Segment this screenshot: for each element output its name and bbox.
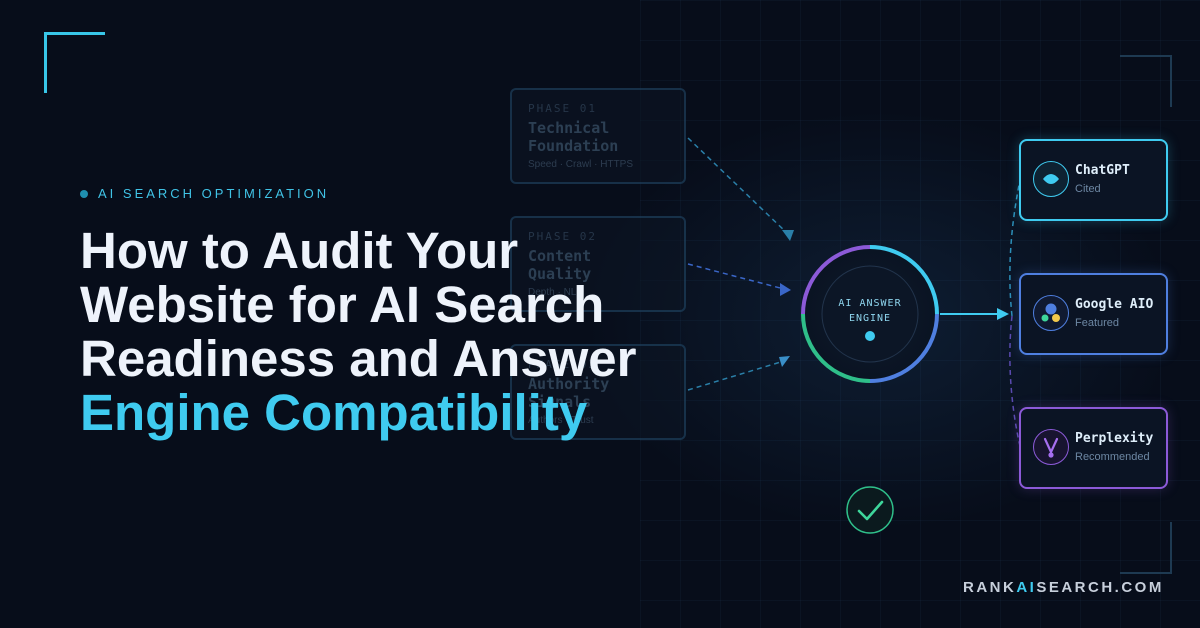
brand-accent: AI: [1016, 579, 1037, 596]
connector-phase-3: [687, 360, 785, 391]
ring-arc-cyan: [869, 245, 939, 315]
phase-title: Content Quality: [528, 247, 592, 283]
phase-title: Authority Signals: [528, 375, 610, 411]
engine-status: Cited: [1075, 183, 1101, 195]
headline-line-1: How to Audit Your: [80, 222, 519, 279]
engine-card-chatgpt: ChatGPT Cited: [1019, 139, 1168, 221]
corner-bracket-bottom-right: [1120, 522, 1172, 574]
connector-perplexity: [1009, 315, 1021, 447]
engine-label-line-2: ENGINE: [848, 313, 892, 324]
engine-status-dot: [865, 331, 875, 341]
corner-bracket-top-left: [44, 32, 105, 93]
answer-engine-ring: [801, 245, 939, 383]
phase-meta: Speed · Crawl · HTTPS: [528, 159, 634, 170]
headline-line-4-accent: Engine Compatibility: [80, 384, 588, 441]
brand-wordmark: RANKAISEARCH.COM: [963, 579, 1164, 596]
ring-arc-blue: [869, 313, 939, 383]
phase-tag: PHASE 03: [528, 358, 597, 371]
phase-meta: Depth · NLQ: [528, 287, 585, 298]
eyebrow: AI SEARCH OPTIMIZATION: [80, 186, 329, 201]
brand-suffix: SEARCH.COM: [1036, 579, 1164, 596]
phase-card-content: PHASE 02 Content Quality Depth · NLQ: [510, 216, 686, 312]
connector-chatgpt: [1009, 179, 1021, 317]
engine-name: ChatGPT: [1075, 163, 1130, 178]
engine-label: AI ANSWER ENGINE: [822, 296, 918, 326]
engine-name: Google AIO: [1075, 297, 1154, 312]
eyebrow-text: AI SEARCH OPTIMIZATION: [98, 186, 330, 201]
phase-card-authority: PHASE 03 Authority Signals Authors · Tru…: [510, 344, 686, 440]
corner-bracket-top-right: [1120, 55, 1172, 107]
google-aio-icon: [1033, 295, 1069, 331]
checkmark-icon: [846, 486, 894, 534]
phase-card-technical: PHASE 01 Technical Foundation Speed · Cr…: [510, 88, 686, 184]
engine-card-perplexity: Perplexity Recommended: [1019, 407, 1168, 489]
engine-card-google-aio: Google AIO Featured: [1019, 273, 1168, 355]
headline-line-3: Readiness and Answer: [80, 330, 637, 387]
engine-label-line-1: AI ANSWER: [838, 298, 902, 309]
connector-phase-1: [687, 137, 789, 235]
phase-title: Technical Foundation: [528, 119, 619, 155]
chatgpt-icon: [1033, 161, 1069, 197]
connector-phase-2: [687, 263, 785, 290]
arrowhead: [782, 230, 794, 241]
brand-prefix: RANK: [963, 579, 1017, 596]
arrowhead: [779, 356, 790, 367]
perplexity-icon: [1033, 429, 1069, 465]
engine-name: Perplexity: [1075, 431, 1154, 446]
arrowhead: [997, 308, 1009, 320]
engine-status: Featured: [1075, 317, 1120, 329]
eyebrow-dot: [80, 189, 88, 198]
arrowhead: [780, 283, 791, 296]
phase-meta: Authors · Trust: [528, 415, 594, 426]
engine-status: Recommended: [1075, 451, 1150, 463]
headline-line-2: Website for AI Search: [80, 276, 605, 333]
phase-tag: PHASE 01: [528, 102, 597, 115]
phase-tag: PHASE 02: [528, 230, 597, 243]
headline: How to Audit Your Website for AI Search …: [80, 224, 700, 440]
ring-arc-purple: [801, 245, 871, 315]
ring-arc-green: [801, 313, 871, 383]
